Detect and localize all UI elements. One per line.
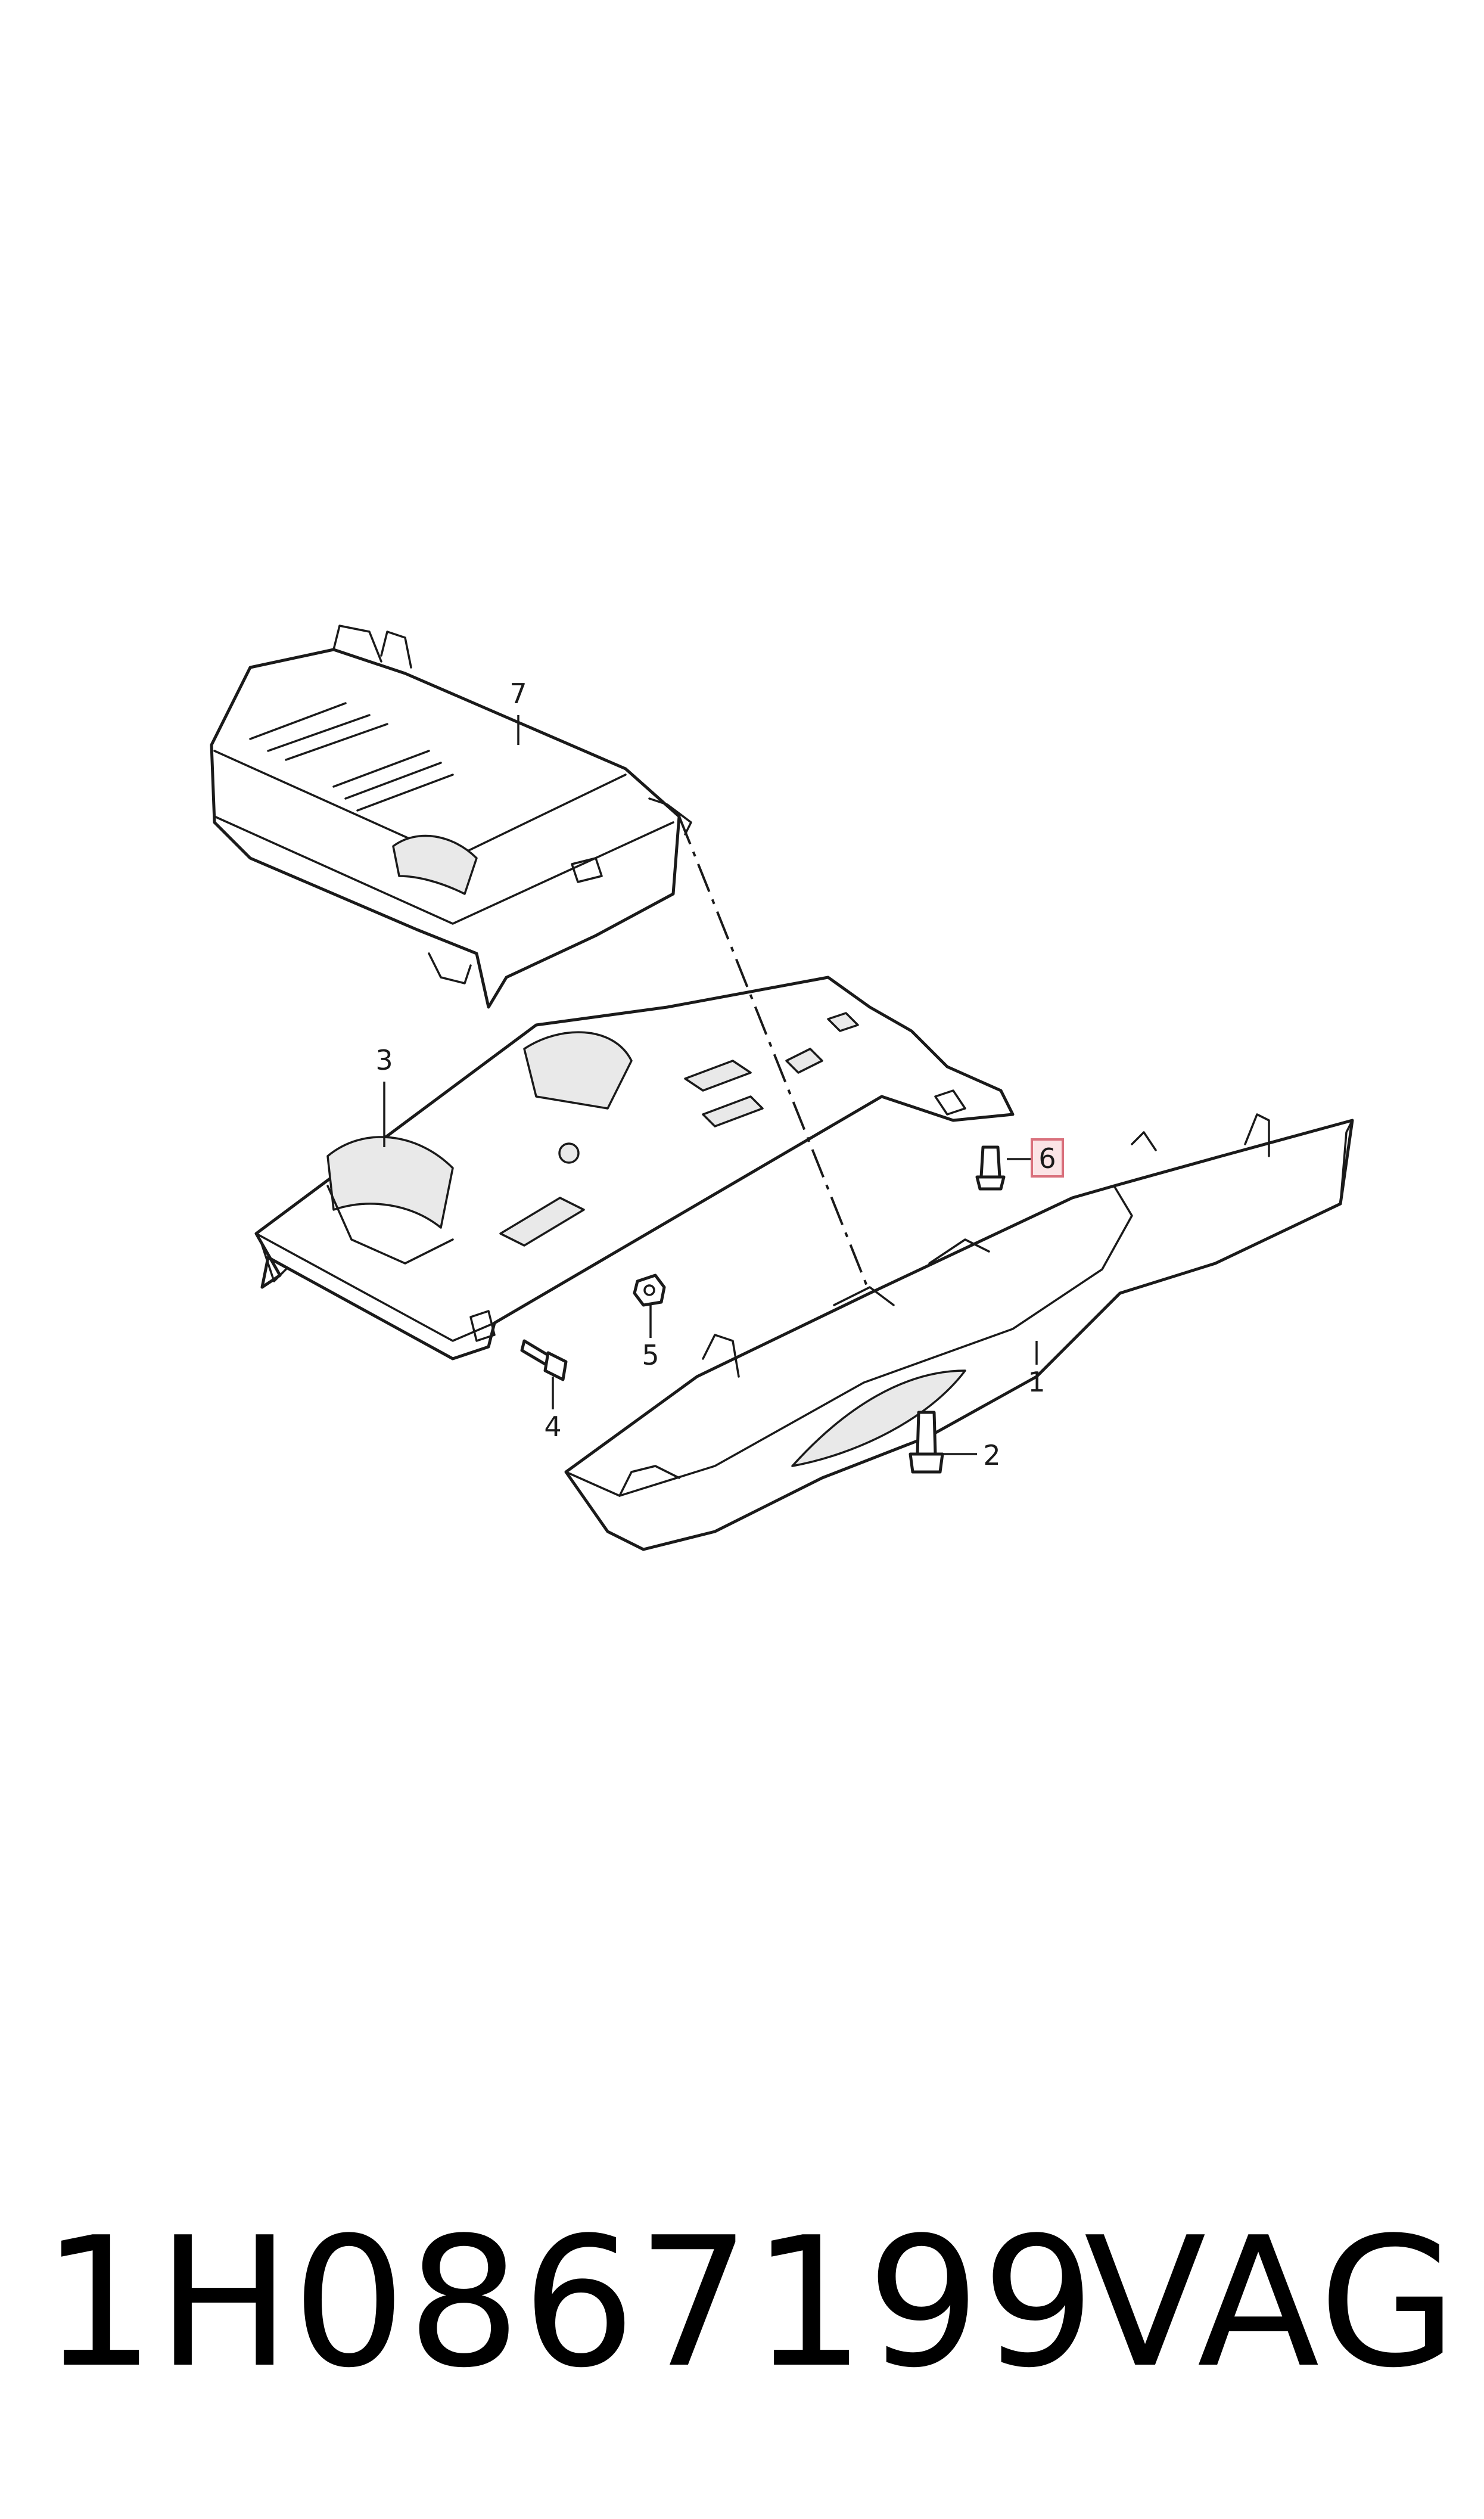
- screw-part-2: [909, 1411, 944, 1474]
- callout-label-2: 2: [983, 1439, 1000, 1471]
- footer: 1H0867199 VAG: [42, 2205, 1460, 2402]
- callout-highlight-box: [1031, 1138, 1064, 1178]
- callout-label-4: 4: [544, 1411, 561, 1443]
- glovebox-housing-part-7: [210, 625, 692, 1009]
- bolt-part-4: [520, 1339, 568, 1381]
- callout-label-7: 7: [509, 678, 527, 710]
- callout-label-3: 3: [375, 1044, 393, 1076]
- callout-label-1: 1: [1028, 1366, 1045, 1398]
- alignment-line: [678, 816, 871, 1294]
- clip-part-6: [975, 1145, 1006, 1191]
- part-number: 1H0867199: [42, 2199, 1097, 2407]
- nut-part-5: [633, 1274, 666, 1307]
- leader-lines: [383, 715, 1038, 1455]
- carrier-plate-part-3: [254, 976, 1015, 1361]
- callout-label-6: 6: [1038, 1142, 1056, 1175]
- brand-label: VAG: [1084, 2199, 1460, 2407]
- callout-label-5: 5: [642, 1339, 659, 1371]
- glovebox-part-1: [564, 1113, 1354, 1551]
